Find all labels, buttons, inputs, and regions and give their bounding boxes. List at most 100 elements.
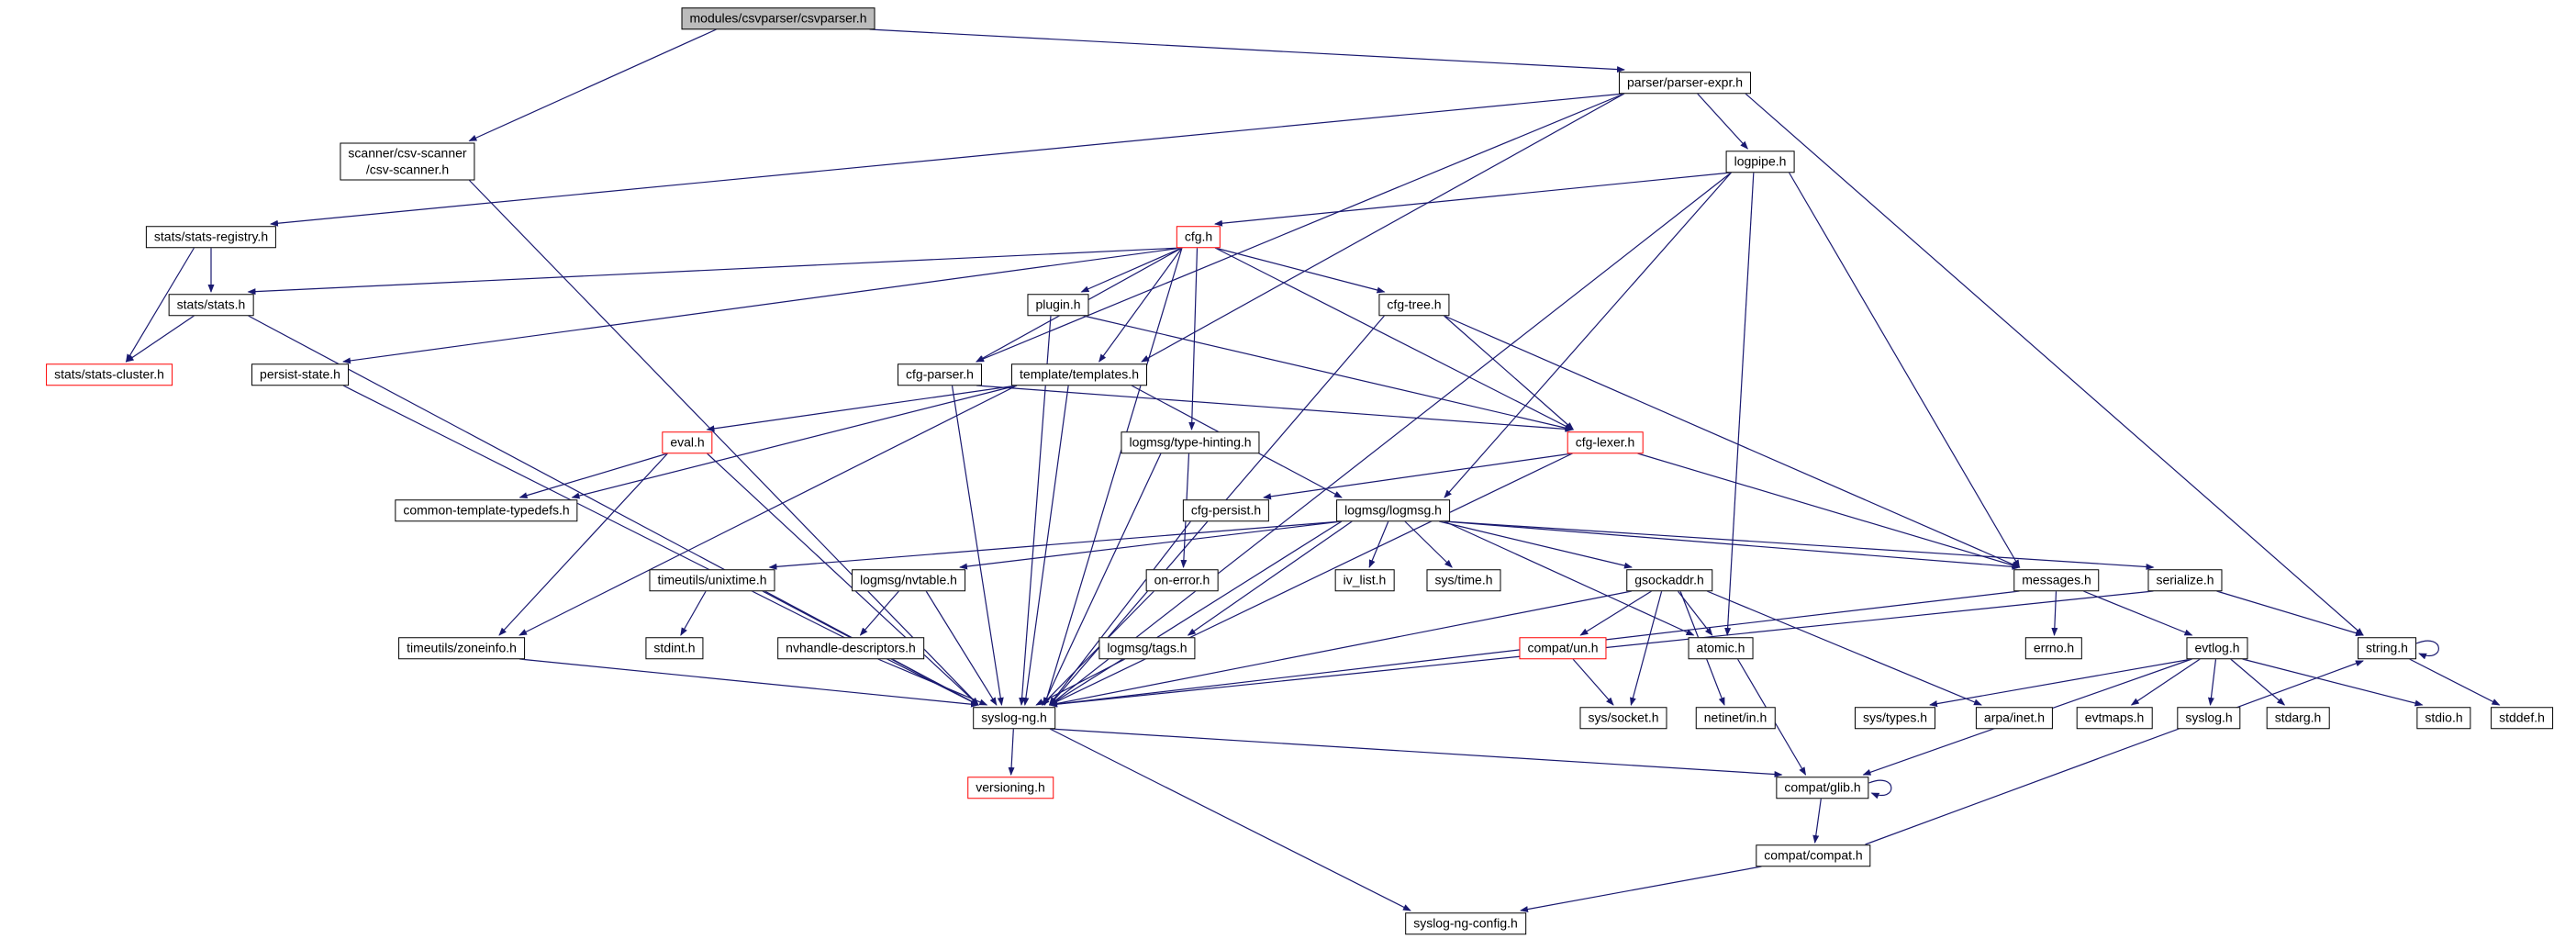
edge (270, 93, 1625, 227)
edge (1214, 172, 1732, 227)
node-logpipe[interactable]: logpipe.h (1725, 151, 1795, 173)
edge (2207, 658, 2217, 706)
node-evtlog[interactable]: evtlog.h (2186, 637, 2248, 659)
node-stddef[interactable]: stddef.h (2491, 707, 2553, 729)
node-stdio[interactable]: stdio.h (2416, 707, 2471, 729)
node-netinet_in[interactable]: netinet/in.h (1695, 707, 1776, 729)
edge (2230, 658, 2286, 706)
edge (1724, 172, 1755, 636)
node-atomic[interactable]: atomic.h (1688, 637, 1754, 659)
node-compat_un[interactable]: compat/un.h (1519, 637, 1607, 659)
node-sys_time[interactable]: sys/time.h (1426, 569, 1501, 591)
edge (2216, 590, 2364, 637)
edge (498, 453, 668, 636)
node-cfg_parser[interactable]: cfg-parser.h (898, 363, 982, 386)
node-versioning[interactable]: versioning.h (967, 777, 1054, 799)
node-stats[interactable]: stats/stats.h (168, 294, 254, 316)
edge (707, 453, 979, 706)
node-stats_cluster[interactable]: stats/stats-cluster.h (46, 363, 173, 386)
edge (1043, 453, 1162, 706)
node-cfg_lexer[interactable]: cfg-lexer.h (1567, 431, 1644, 453)
node-unixtime[interactable]: timeutils/unixtime.h (649, 569, 775, 591)
node-persist_state[interactable]: persist-state.h (251, 363, 349, 386)
node-arpa_inet[interactable]: arpa/inet.h (1975, 707, 2054, 729)
node-csv_scanner[interactable]: scanner/csv-scanner /csv-scanner.h (340, 142, 475, 181)
node-nvhandle[interactable]: nvhandle-descriptors.h (777, 637, 924, 659)
node-tags[interactable]: logmsg/tags.h (1098, 637, 1196, 659)
node-serialize[interactable]: serialize.h (2147, 569, 2223, 591)
edge (1035, 658, 1126, 706)
node-iv_list[interactable]: iv_list.h (1334, 569, 1395, 591)
node-string[interactable]: string.h (2358, 637, 2416, 659)
edge (1929, 658, 2192, 708)
edge (519, 453, 668, 499)
node-stats_registry[interactable]: stats/stats-registry.h (145, 226, 277, 248)
edge (1579, 590, 1652, 636)
edge (877, 658, 988, 706)
edge (1214, 247, 1386, 294)
edge (1788, 172, 2021, 568)
node-sys_socket[interactable]: sys/socket.h (1579, 707, 1667, 729)
node-sys_types[interactable]: sys/types.h (1854, 707, 1936, 729)
edge (2242, 658, 2424, 707)
edge (1083, 315, 1574, 431)
edge (1049, 728, 1411, 911)
edge (1745, 93, 2364, 636)
edge (768, 520, 1343, 570)
node-zoneinfo[interactable]: timeutils/zoneinfo.h (398, 637, 525, 659)
edge (706, 385, 1018, 432)
edge (1041, 590, 1154, 706)
node-on_error[interactable]: on-error.h (1145, 569, 1219, 591)
node-stdarg[interactable]: stdarg.h (2266, 707, 2330, 729)
edge (1049, 172, 1732, 706)
edge (1812, 798, 1822, 844)
node-compat_glib[interactable]: compat/glib.h (1776, 777, 1869, 799)
edge (1637, 453, 2021, 569)
edge (519, 658, 979, 708)
node-messages[interactable]: messages.h (2013, 569, 2100, 591)
node-evtmaps[interactable]: evtmaps.h (2076, 707, 2153, 729)
node-syslog_ng[interactable]: syslog-ng.h (973, 707, 1055, 729)
node-stdint[interactable]: stdint.h (645, 637, 704, 659)
edge (468, 28, 717, 142)
edge (1865, 660, 2364, 845)
node-compat_compat[interactable]: compat/compat.h (1756, 844, 1871, 866)
edge (2130, 658, 2201, 706)
edge (1444, 315, 2021, 568)
edge (1263, 453, 1573, 500)
node-nvtable[interactable]: logmsg/nvtable.h (852, 569, 965, 591)
node-templates[interactable]: template/templates.h (1011, 363, 1147, 386)
edge (2409, 658, 2501, 706)
node-logmsg[interactable]: logmsg/logmsg.h (1336, 499, 1450, 521)
node-syslog_h[interactable]: syslog.h (2177, 707, 2241, 729)
node-csvparser[interactable]: modules/csvparser/csvparser.h (681, 7, 875, 29)
node-cfg[interactable]: cfg.h (1176, 226, 1221, 248)
edge (680, 590, 707, 636)
edge (1439, 520, 1633, 569)
edge (1444, 520, 2155, 570)
edge (1444, 520, 1695, 636)
node-parser_expr[interactable]: parser/parser-expr.h (1618, 72, 1752, 94)
edge (1188, 247, 1199, 430)
node-type_hinting[interactable]: logmsg/type-hinting.h (1121, 431, 1260, 453)
node-gsockaddr[interactable]: gsockaddr.h (1626, 569, 1712, 591)
edge (859, 590, 899, 636)
node-cfg_tree[interactable]: cfg-tree.h (1378, 294, 1450, 316)
node-eval[interactable]: eval.h (662, 431, 713, 453)
edge (1214, 247, 1574, 430)
edge (571, 385, 1018, 499)
node-plugin[interactable]: plugin.h (1027, 294, 1089, 316)
node-ctt[interactable]: common-template-typedefs.h (395, 499, 578, 521)
edge (976, 93, 1625, 363)
edge (869, 28, 1625, 73)
edge (1697, 93, 1749, 150)
edge (342, 247, 1183, 364)
node-cfg_persist[interactable]: cfg-persist.h (1182, 499, 1270, 521)
edge (1141, 93, 1625, 363)
node-errno[interactable]: errno.h (2024, 637, 2083, 659)
edge (1444, 172, 1732, 498)
node-sng_config[interactable]: syslog-ng-config.h (1405, 912, 1526, 934)
edge (1049, 520, 1343, 706)
